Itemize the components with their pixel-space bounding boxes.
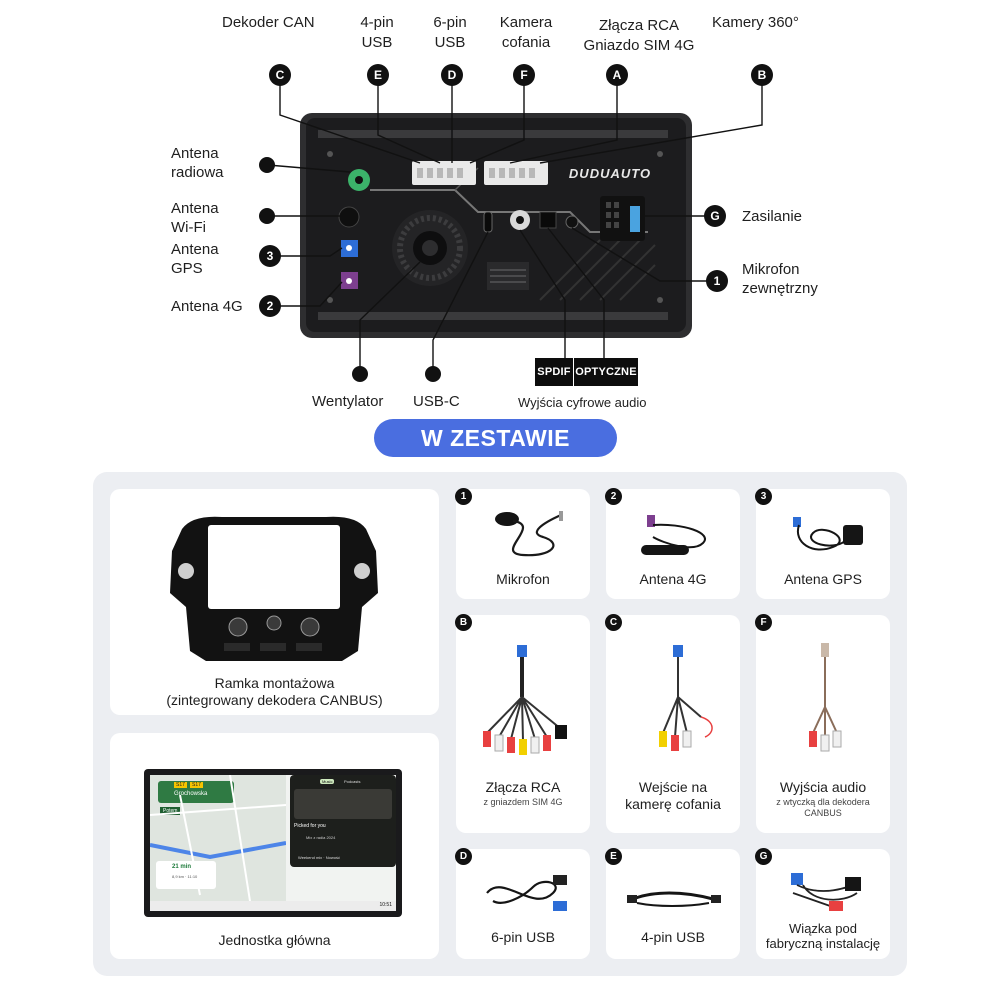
badge-1: 1: [455, 488, 472, 505]
card-title: Antena 4G: [639, 571, 707, 587]
callout-e: E: [367, 64, 389, 86]
badge-c: C: [605, 614, 622, 631]
card-title: Jednostka główna: [218, 932, 331, 948]
badge-e: E: [605, 848, 622, 865]
badge-3: 3: [755, 488, 772, 505]
badge-b: B: [455, 614, 472, 631]
card-usb-6pin: D 6-pin USB: [455, 848, 590, 959]
label-usb4: 4-pin USB: [360, 14, 394, 51]
label-fan: Wentylator: [312, 393, 384, 410]
card-title: Wejście na kamerę cofania: [625, 779, 721, 812]
label-4g-antenna: Antena 4G: [171, 298, 243, 315]
label-power: Zasilanie: [742, 208, 803, 225]
callout-3: 3: [259, 245, 281, 267]
card-audio-outputs: F Wyjścia audio z wtyczką dla dekodera C…: [755, 614, 890, 833]
card-title: Wiązka pod fabryczną instalację: [765, 921, 881, 951]
mounting-frame-image: [170, 516, 378, 661]
spdif-box: SPDIF: [535, 358, 573, 386]
label-can-decoder: Dekoder CAN: [222, 14, 315, 31]
badge-f: F: [755, 614, 772, 631]
label-usb6: 6-pin USB: [433, 14, 467, 51]
callout-c: C: [269, 64, 291, 86]
callout-g: G: [704, 205, 726, 227]
card-title: Złącza RCA: [485, 779, 561, 795]
card-subtitle: z gniazdem SIM 4G: [483, 797, 563, 807]
label-external-mic: Mikrofon zewnętrzny: [742, 261, 818, 297]
card-gps-antenna: 3 Antena GPS: [755, 488, 890, 599]
callout-2: 2: [259, 295, 281, 317]
callout-d: D: [441, 64, 463, 86]
harness-image: [791, 873, 861, 911]
label-gps-antenna: Antena GPS: [171, 241, 219, 277]
device-body: [300, 113, 692, 338]
callout-1: 1: [706, 270, 728, 292]
microphone-image: [495, 511, 563, 557]
map-panel: S17 S17 Grochowska Potem 21 min 8,9 km ·…: [150, 775, 286, 901]
spdif-port: [510, 210, 530, 230]
section-title-in-box: W ZESTAWIE: [374, 419, 617, 457]
badge-2: 2: [605, 488, 622, 505]
callout-f: F: [513, 64, 535, 86]
power-connector: [600, 196, 645, 241]
usb-4pin-image: [627, 891, 721, 907]
badge-d: D: [455, 848, 472, 865]
label-usbc: USB-C: [413, 393, 460, 410]
callout-dot-usbc: [425, 366, 441, 382]
wifi-antenna-port: [338, 206, 360, 228]
card-title: Wyjścia audio: [779, 779, 867, 795]
kit-panel: Ramka montażowa (zintegrowany dekodera C…: [93, 472, 907, 976]
usb-6pin-image: [486, 875, 567, 911]
card-microphone: 1 Mikrofon: [455, 488, 590, 599]
gps-antenna-port: [341, 240, 358, 257]
gps-antenna-image: [793, 517, 863, 551]
callout-dot-wifi: [259, 208, 275, 224]
callout-a: A: [606, 64, 628, 86]
mic-port: [565, 215, 579, 229]
card-4g-antenna: 2 Antena 4G: [605, 488, 740, 599]
eta-card: 21 min 8,9 km · 11:10: [156, 861, 216, 889]
usb-connector-block: [412, 161, 476, 185]
tab-podcasts[interactable]: Podcasts: [344, 779, 361, 784]
card-head-unit: S17 S17 Grochowska Potem 21 min 8,9 km ·…: [110, 733, 439, 959]
card-mounting-frame: Ramka montażowa (zintegrowany dekodera C…: [110, 489, 439, 715]
label-wifi-antenna: Antena Wi-Fi: [171, 200, 219, 236]
media-panel: Music Podcasts Picked for you Mix z radi…: [290, 775, 396, 867]
rca-connector-block: [484, 161, 548, 185]
optical-box: OPTYCZNE: [574, 358, 638, 386]
label-radio-antenna: Antena radiowa: [171, 145, 224, 181]
card-usb-4pin: E 4-pin USB: [605, 848, 740, 959]
card-title: 4-pin USB: [641, 929, 705, 945]
4g-antenna-image: [641, 515, 706, 555]
card-title: Antena GPS: [784, 571, 862, 587]
card-factory-harness: G Wiązka pod fabryczną instalację: [755, 848, 890, 959]
head-unit-screen: S17 S17 Grochowska Potem 21 min 8,9 km ·…: [144, 769, 402, 917]
badge-g: G: [755, 848, 772, 865]
card-rear-camera-input: C Wejście na kamerę cofania: [605, 614, 740, 833]
card-rca-connectors: B Złącza RCA z gniazdem SIM 4G: [455, 614, 590, 833]
audio-cable-image: [809, 643, 842, 752]
radio-antenna-port: [348, 169, 370, 191]
rca-cable-image: [483, 645, 567, 755]
usbc-port: [483, 211, 493, 233]
card-title: Mikrofon: [496, 571, 550, 587]
label-rca-sim: Złącza RCA Gniazdo SIM 4G: [583, 17, 695, 54]
status-bar: 10:51: [150, 901, 396, 911]
fan: [397, 215, 463, 281]
callout-dot-fan: [352, 366, 368, 382]
label-rear-camera: Kamera cofania: [499, 14, 553, 51]
card-title: Ramka montażowa (zintegrowany dekodera C…: [166, 675, 383, 708]
optical-port: [539, 211, 557, 229]
callout-dot-radio: [259, 157, 275, 173]
camera-cable-image: [659, 645, 713, 751]
label-camera-360: Kamery 360°: [712, 14, 799, 31]
card-subtitle: z wtyczką dla dekodera CANBUS: [776, 797, 870, 818]
brand-logo: DUDUAUTO: [569, 166, 651, 181]
nav-banner: S17 S17 Grochowska: [158, 781, 234, 803]
card-title: 6-pin USB: [491, 929, 555, 945]
callout-b: B: [751, 64, 773, 86]
tab-music[interactable]: Music: [320, 779, 335, 784]
4g-antenna-port: [341, 272, 358, 289]
device-diagram: DUDUAUTO: [267, 75, 763, 373]
label-digital-audio: Wyjścia cyfrowe audio: [518, 395, 647, 410]
